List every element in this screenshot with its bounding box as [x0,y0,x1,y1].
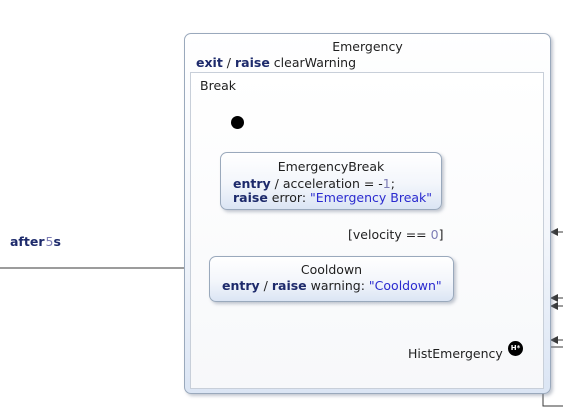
emergency-state[interactable]: Emergency exit / raise clearWarning Brea… [184,33,551,394]
cooldown-raise-keyword: raise [271,278,307,293]
emergency-state-title: Emergency [332,39,403,54]
external-transition-label[interactable]: after 5s [10,234,61,249]
cooldown-raise-event: warning: [310,278,365,293]
history-state-icon[interactable]: H* [508,341,523,356]
history-marker: H* [510,344,521,352]
region-name: Break [200,78,237,93]
entry-assignment: acceleration = - [282,176,383,191]
emergency-break-raise-action: raise error: "Emergency Break" [233,190,432,205]
entry-number: 1 [382,176,391,191]
initial-state-dot[interactable] [231,116,244,129]
cooldown-slash: / [263,278,268,293]
cooldown-state[interactable]: Cooldown entry / raise warning: "Cooldow… [209,256,454,302]
after-unit: s [53,234,61,249]
cooldown-entry-keyword: entry [222,278,260,293]
cooldown-entry-action: entry / raise warning: "Cooldown" [222,278,442,293]
guard-prefix: [velocity == [348,227,431,242]
emergency-break-state[interactable]: EmergencyBreak entry / acceleration = -1… [220,152,442,210]
guard-number: 0 [430,227,439,242]
exit-slash: / [226,55,232,70]
break-region[interactable]: Break [190,72,544,389]
entry-keyword: entry [233,176,271,191]
entry-slash: / [274,176,279,191]
exit-keyword: exit [196,55,223,70]
cooldown-title: Cooldown [300,262,363,277]
cooldown-raise-value: "Cooldown" [368,278,442,293]
emergency-break-entry-action: entry / acceleration = -1; [233,176,395,191]
raise-event: error: [271,190,307,205]
after-keyword: after [10,234,45,249]
exit-raise-event: clearWarning [273,55,357,70]
emergency-exit-action: exit / raise clearWarning [196,55,356,70]
after-number: 5 [45,234,54,249]
raise-keyword: raise [233,190,268,205]
guard-label[interactable]: [velocity == 0] [348,227,443,242]
guard-suffix: ] [438,227,444,242]
outgoing-transition-line[interactable] [542,392,563,407]
history-label: HistEmergency [408,346,503,361]
emergency-break-title: EmergencyBreak [277,159,385,174]
exit-raise-keyword: raise [235,55,270,70]
entry-semicolon: ; [390,176,395,191]
raise-value: "Emergency Break" [310,190,433,205]
